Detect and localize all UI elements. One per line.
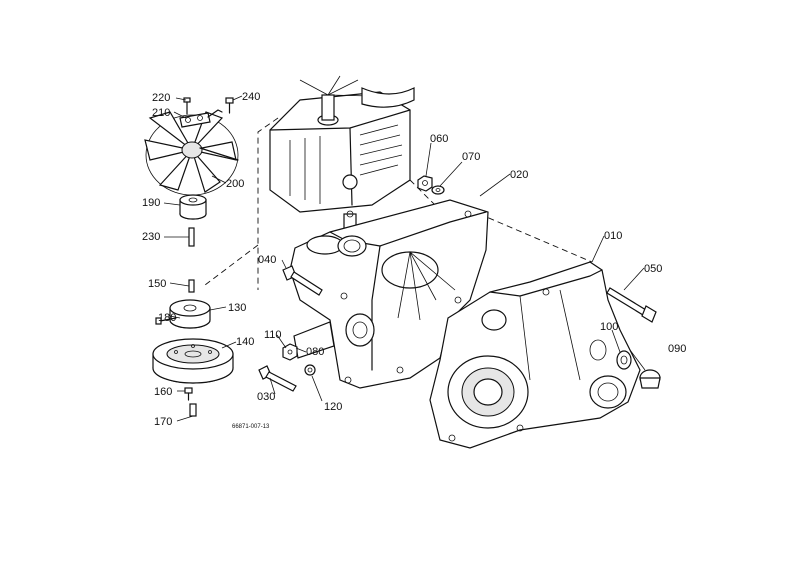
transmission-case-rh (429, 261, 641, 449)
bolt-170 (189, 403, 197, 417)
part-label-050: 050 (644, 263, 662, 275)
part-label-010: 010 (604, 230, 622, 242)
washer-070 (431, 185, 445, 195)
part-label-220: 220 (152, 92, 170, 104)
nut-060 (417, 175, 433, 192)
part-label-090: 090 (668, 343, 686, 355)
diagram-code: 66871-007-13 (232, 424, 270, 430)
part-label-210: 210 (152, 107, 170, 119)
bolt-050 (606, 287, 657, 323)
part-label-110: 110 (264, 329, 282, 341)
bolt-160 (184, 387, 193, 401)
hydraulic-pump-unit (269, 75, 415, 231)
part-label-180: 180 (158, 312, 176, 324)
part-label-020: 020 (510, 169, 528, 181)
part-label-200: 200 (226, 178, 244, 190)
part-label-160: 160 (154, 386, 172, 398)
pin-230 (188, 227, 195, 247)
nut-110 (282, 343, 298, 361)
part-label-120: 120 (324, 401, 342, 413)
part-label-080: 080 (306, 346, 324, 358)
fan-bracket (179, 109, 223, 128)
leader-lines (163, 95, 646, 422)
part-label-060: 060 (430, 133, 448, 145)
cooling-fan (144, 111, 239, 196)
bolt-040 (282, 265, 323, 296)
part-label-240: 240 (242, 91, 260, 103)
part-label-040: 040 (258, 254, 276, 266)
bolt-030 (258, 365, 297, 392)
fan-spacer (179, 194, 207, 220)
screw-220 (183, 97, 191, 115)
part-label-190: 190 (142, 197, 160, 209)
part-label-070: 070 (462, 151, 480, 163)
part-label-140: 140 (236, 336, 254, 348)
pulley (152, 338, 234, 384)
washer-120 (304, 364, 316, 376)
part-label-150: 150 (148, 278, 166, 290)
part-label-170: 170 (154, 416, 172, 428)
part-label-230: 230 (142, 231, 160, 243)
part-label-130: 130 (228, 302, 246, 314)
part-label-100: 100 (600, 321, 618, 333)
part-label-030: 030 (257, 391, 275, 403)
transmission-case-lh (289, 199, 489, 389)
set-screw-180 (155, 317, 177, 325)
plug-090 (639, 369, 661, 389)
part-labels: 010 020 030 040 050 060 070 080 090 100 … (142, 91, 686, 430)
screw-240 (225, 97, 234, 114)
washer-100 (616, 350, 632, 370)
pulley-hub (169, 299, 211, 329)
key-150 (188, 279, 195, 293)
